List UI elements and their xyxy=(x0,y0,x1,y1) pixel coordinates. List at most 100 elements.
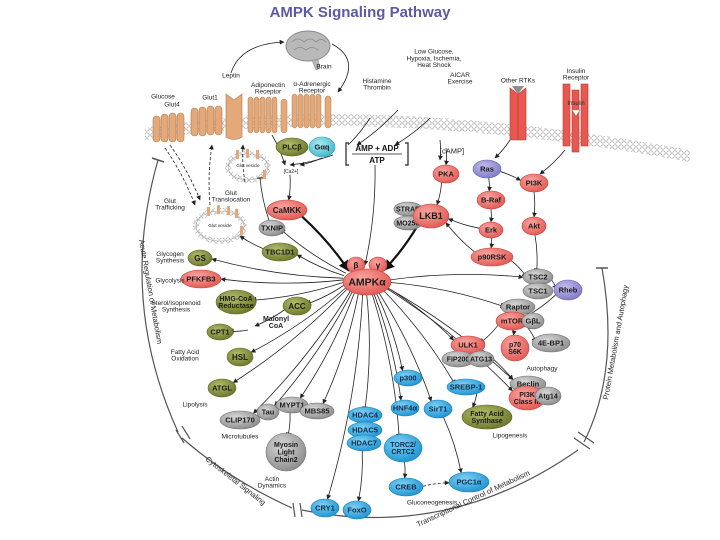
node-label: CaMKK xyxy=(273,206,302,215)
node-shape xyxy=(299,402,335,420)
glut-vesicle-lower: Glut vesicle xyxy=(193,205,247,244)
edge xyxy=(386,287,513,392)
edge xyxy=(362,293,370,408)
node-label: TXNIP xyxy=(261,224,283,233)
node-rheb: Rheb xyxy=(553,279,583,301)
edge xyxy=(551,279,558,288)
edge xyxy=(390,282,503,309)
edge xyxy=(285,412,292,435)
edge xyxy=(386,287,514,380)
node-shape xyxy=(467,350,495,368)
edge xyxy=(500,171,521,181)
node-shape xyxy=(534,386,562,406)
node-shape xyxy=(519,173,549,193)
insulin-receptor xyxy=(562,83,589,153)
edge xyxy=(487,177,492,192)
edge xyxy=(220,277,344,284)
node-label: HSL xyxy=(232,353,248,362)
adrenergic-receptor xyxy=(291,93,332,129)
label-leptin: Leptin xyxy=(222,72,240,79)
node-shape xyxy=(310,498,340,518)
node-label: CLIP170 xyxy=(225,416,255,425)
node-label: GS xyxy=(194,254,206,263)
vesicle-label: Glut vesicle xyxy=(208,223,232,228)
edges xyxy=(164,109,566,502)
ampk-subunit-label: β xyxy=(353,260,358,270)
labels: Low Glucose,Hypoxia, Ischemia,Heat Shock… xyxy=(151,48,590,506)
edge xyxy=(480,325,499,344)
node-shape xyxy=(275,137,309,157)
edge xyxy=(539,149,566,175)
node-label: CREB xyxy=(395,483,417,492)
ampk-alpha-label: AMPKα xyxy=(348,277,386,289)
edge xyxy=(378,292,433,402)
node-atg13: ATG13 xyxy=(467,350,495,368)
node-braf: B-Raf xyxy=(476,190,506,210)
node-hsl: HSL xyxy=(226,347,254,367)
arc-label-protein: Protein Metabolism and Autophagy xyxy=(601,284,630,400)
edge xyxy=(232,328,249,335)
edge xyxy=(402,461,408,479)
node-label: PLCβ xyxy=(282,143,302,152)
node-label: MO25α xyxy=(396,220,420,227)
node-label: TSC1 xyxy=(528,287,547,296)
edge xyxy=(253,290,352,414)
edge xyxy=(363,164,376,266)
node-label: Akt xyxy=(528,222,541,231)
label-glut4: Glut4 xyxy=(164,101,180,108)
ampk-alpha xyxy=(342,268,392,296)
node-label: TORC2/CRTC2 xyxy=(390,442,416,456)
node-atgl: ATGL xyxy=(207,378,237,398)
node-label: Tau xyxy=(262,408,275,417)
node-label: TSC2 xyxy=(528,273,547,282)
node-label: PI3K xyxy=(526,179,543,188)
node-label: GβL xyxy=(526,317,541,326)
node-4ebp1: 4E-BP1 xyxy=(531,333,571,353)
node-label: ACC xyxy=(288,302,306,311)
arc-label-cytoskeletal: Cytoskeletal Signaling xyxy=(204,454,268,507)
node-txnip: TXNIP xyxy=(258,219,286,237)
node-shape xyxy=(383,433,423,463)
edge xyxy=(533,234,540,270)
edge xyxy=(287,174,292,201)
node-camkk: CaMKK xyxy=(266,199,308,221)
node-plcb: PLCβ xyxy=(275,137,309,157)
edge xyxy=(274,291,353,406)
glut1-transporter xyxy=(190,105,223,137)
node-shape xyxy=(226,347,254,367)
node-shape xyxy=(521,312,545,330)
label-glucose: Glucose xyxy=(151,93,175,100)
node-label: Rheb xyxy=(559,286,578,295)
label-insulin: Insulin xyxy=(567,101,584,107)
node-atg14: Atg14 xyxy=(534,386,562,406)
node-mbs85: MBS85 xyxy=(299,402,335,420)
label-microtubules: Microtubules xyxy=(222,433,260,440)
node-label: HDAC4 xyxy=(352,411,379,420)
edge xyxy=(383,223,420,271)
node-label: STRAD xyxy=(396,206,420,213)
node-shape xyxy=(476,190,506,210)
node-erk: Erk xyxy=(478,221,504,239)
node-shape xyxy=(423,399,453,419)
node-label: FIP200 xyxy=(447,356,470,363)
node-akt: Akt xyxy=(521,216,547,236)
node-shape xyxy=(412,203,450,229)
node-shape xyxy=(531,333,571,353)
node-shape xyxy=(187,249,213,267)
edge xyxy=(289,154,334,167)
arc-cytoskeletal xyxy=(181,437,293,509)
label-autophagy: Autophagy xyxy=(526,365,558,372)
edge xyxy=(356,109,399,146)
node-label: TBC1D1 xyxy=(265,248,294,257)
node-label: Erk xyxy=(485,226,498,235)
node-gaq: Gαq xyxy=(308,136,336,158)
node-label: Ras xyxy=(480,165,494,174)
